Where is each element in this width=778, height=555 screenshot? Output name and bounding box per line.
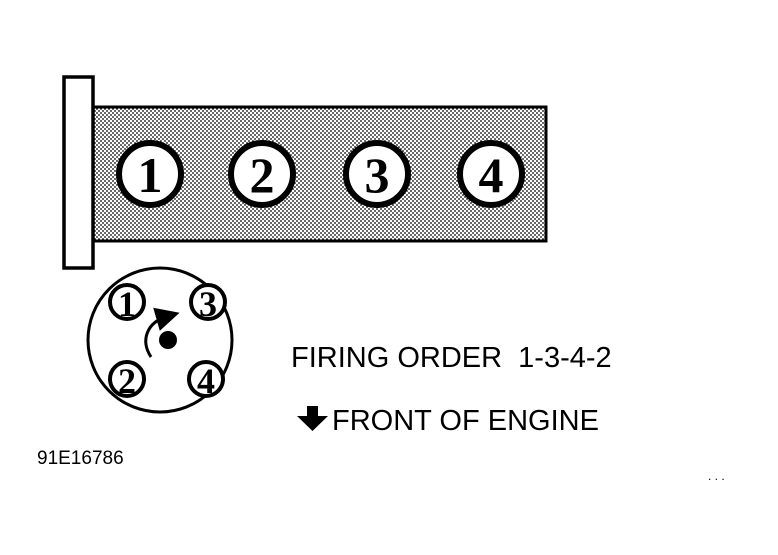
- distributor-terminal-3-label: 3: [199, 284, 217, 324]
- rotor-center: [159, 331, 177, 349]
- distributor-terminal-4-label: 4: [197, 361, 215, 401]
- rotation-arrow-icon: [144, 307, 180, 358]
- cylinder-4: 4: [457, 140, 525, 208]
- distributor-terminal-1-label: 1: [118, 284, 136, 324]
- front-of-engine-indicator: FRONT OF ENGINE: [297, 405, 599, 437]
- distributor-terminal-4: 4: [187, 360, 225, 401]
- cylinder-2-label: 2: [250, 147, 275, 203]
- cylinder-4-label: 4: [479, 147, 504, 203]
- figure-id: 91E16786: [37, 448, 124, 469]
- distributor-terminal-3: 3: [189, 283, 227, 324]
- front-of-engine-label: FRONT OF ENGINE: [332, 405, 599, 437]
- corner-marks: . . .: [708, 469, 725, 483]
- distributor-terminal-2: 2: [108, 360, 146, 401]
- cylinder-2: 2: [228, 140, 296, 208]
- down-arrow-icon: [297, 406, 328, 431]
- distributor-cap: 1 3 2 4: [86, 266, 234, 414]
- cylinder-3-label: 3: [365, 147, 390, 203]
- front-plate: [62, 75, 95, 270]
- cylinder-1-label: 1: [138, 147, 163, 203]
- cylinder-1: 1: [116, 140, 184, 208]
- distributor-terminal-2-label: 2: [118, 361, 136, 401]
- cylinder-3: 3: [343, 140, 411, 208]
- firing-order-label: FIRING ORDER 1-3-4-2: [291, 342, 612, 374]
- engine-block: 1 2 3 4: [62, 75, 548, 270]
- distributor-terminal-1: 1: [108, 283, 146, 324]
